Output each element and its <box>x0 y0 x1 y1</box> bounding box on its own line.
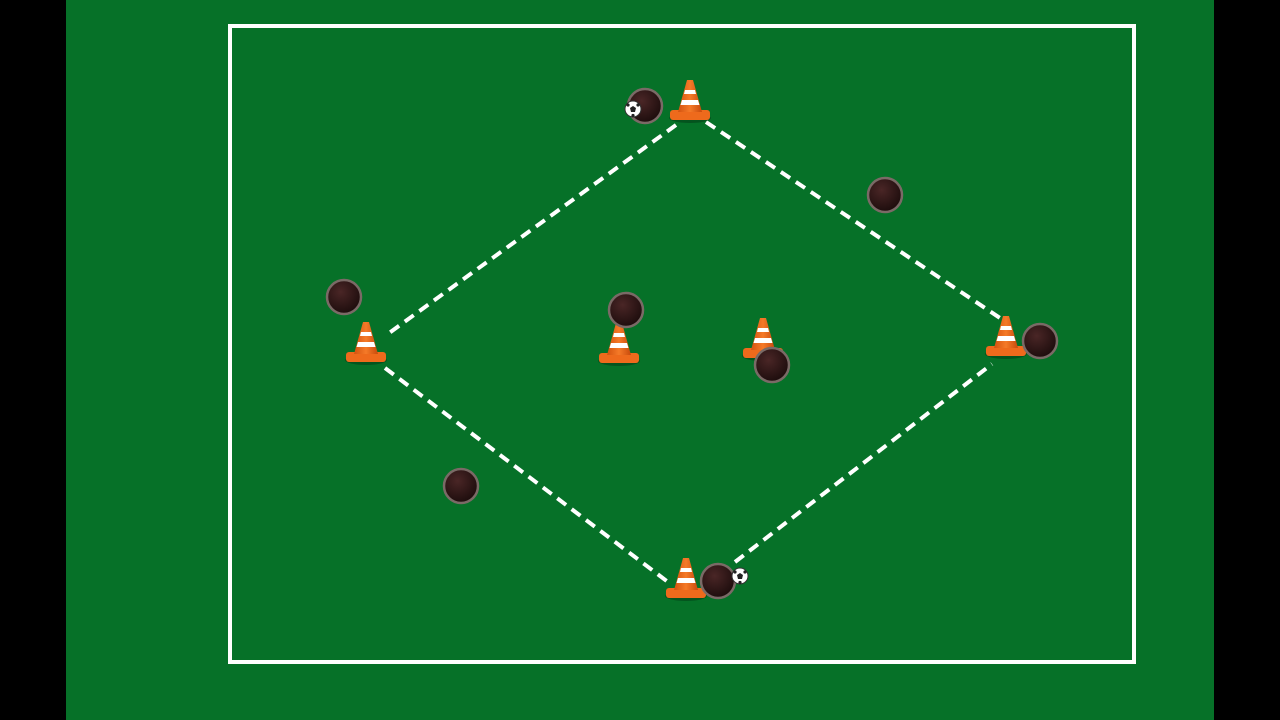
route-lines <box>383 120 1002 584</box>
ball-top <box>624 100 642 118</box>
player-left <box>325 278 363 316</box>
player-upper-right <box>866 176 904 214</box>
cone-top <box>669 80 711 123</box>
cones <box>345 80 1027 601</box>
cone-right <box>985 316 1027 359</box>
player-right <box>1021 322 1059 360</box>
route-line-bottom-left <box>383 366 670 584</box>
cone-left <box>345 322 387 365</box>
route-line-bottom-right <box>733 362 994 564</box>
route-line-top-left <box>383 123 678 338</box>
player-bottom <box>699 562 737 600</box>
route-line-top-right <box>704 120 1002 320</box>
players <box>325 87 1059 600</box>
player-center-right <box>753 346 791 384</box>
ball-bottom <box>731 567 749 585</box>
pitch-boundary <box>228 24 1136 664</box>
player-lower-left <box>442 467 480 505</box>
player-center-left <box>607 291 645 329</box>
cone-bottom <box>665 558 707 601</box>
balls <box>624 100 749 585</box>
cone-center-left <box>598 323 640 366</box>
